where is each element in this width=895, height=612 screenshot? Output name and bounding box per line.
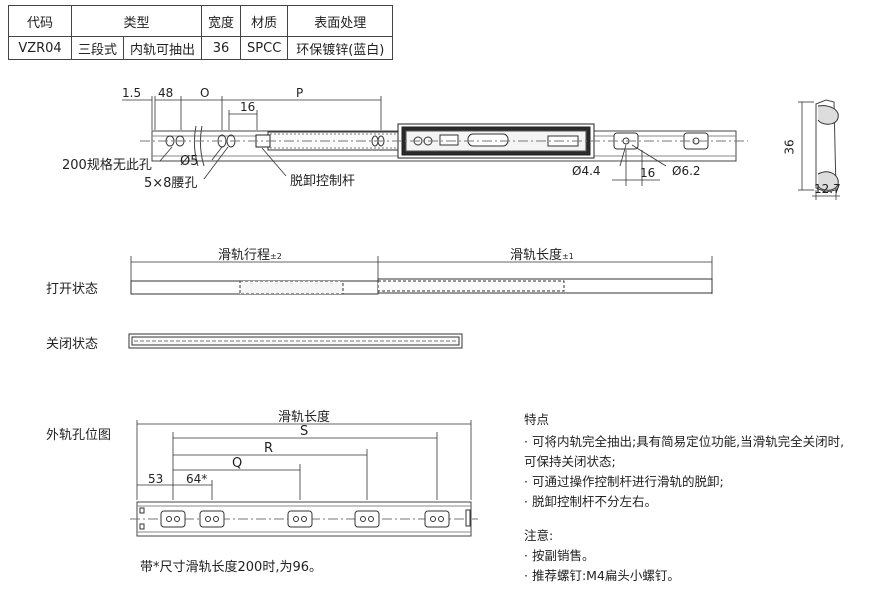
dim-53: 53 <box>148 472 164 486</box>
cell-type1: 三段式 <box>70 36 125 60</box>
dim-P: P <box>296 86 304 100</box>
features-title: 特点 <box>524 412 550 427</box>
dim-64: 64* <box>186 472 208 486</box>
header-code: 代码 <box>8 5 72 37</box>
spec-table: 代码 类型 宽度 材质 表面处理 VZR04 三段式 内轨可抽出 36 SPCC… <box>8 5 394 60</box>
cell-material: SPCC <box>240 36 289 60</box>
spec-data-row: VZR04 三段式 内轨可抽出 36 SPCC 环保镀锌(蓝白) <box>8 36 394 60</box>
length-tol: ±1 <box>562 252 574 261</box>
stroke-label: 滑轨行程±2 <box>218 244 282 263</box>
cell-type2: 内轨可抽出 <box>123 36 203 60</box>
dim-R: R <box>264 441 274 456</box>
callout-slot: 5×8腰孔 <box>144 176 198 191</box>
open-state-drawing <box>130 256 713 295</box>
stroke-tol: ±2 <box>270 252 282 261</box>
hole-diagram-title: 外轨孔位图 <box>46 428 112 443</box>
slide-side-view <box>140 123 748 167</box>
length-text: 滑轨长度 <box>510 248 563 263</box>
spec-header-row: 代码 类型 宽度 材质 表面处理 <box>8 5 394 37</box>
dim-16-top: 16 <box>240 100 256 114</box>
notice-item: · 推荐螺钉:M4扁头小螺钉。 <box>524 568 680 583</box>
callout-release-lever: 脱卸控制杆 <box>290 174 356 189</box>
cell-finish: 环保镀锌(蓝白) <box>287 36 394 60</box>
callout-hole-200: 200规格无此孔 <box>62 158 152 173</box>
dim-1-5: 1.5 <box>122 86 142 100</box>
dim-Q: Q <box>232 456 243 471</box>
hole-note: 带*尺寸滑轨长度200时,为96。 <box>140 560 322 575</box>
cell-code: VZR04 <box>8 36 72 60</box>
dim-O: O <box>200 86 210 100</box>
length-label: 滑轨长度±1 <box>510 244 574 263</box>
callout-hole-5: Ø5 <box>180 154 199 169</box>
cell-width: 36 <box>201 36 242 60</box>
feature-item: 可保持关闭状态; <box>524 454 616 469</box>
feature-item: · 可将内轨完全抽出;具有简易定位功能,当滑轨完全关闭时, <box>524 434 845 449</box>
notice-title: 注意: <box>524 528 554 543</box>
dim-16-right: 16 <box>640 166 656 180</box>
dim-48: 48 <box>158 86 174 100</box>
callout-leaders <box>159 144 667 180</box>
notes-panel: 特点 · 可将内轨完全抽出;具有简易定位功能,当滑轨完全关闭时, 可保持关闭状态… <box>524 410 884 586</box>
top-dimensions <box>122 96 660 186</box>
open-state-label: 打开状态 <box>46 282 99 297</box>
closed-state-drawing <box>128 333 463 349</box>
dim-width-36: 36 <box>782 139 797 155</box>
feature-item: · 可通过操作控制杆进行滑轨的脱卸; <box>524 474 724 489</box>
dim-6-2: Ø6.2 <box>672 164 701 178</box>
stroke-text: 滑轨行程 <box>218 248 271 263</box>
closed-state-label: 关闭状态 <box>46 337 99 352</box>
dim-S: S <box>300 424 309 439</box>
header-finish: 表面处理 <box>287 5 394 37</box>
feature-item: · 脱卸控制杆不分左右。 <box>524 494 657 509</box>
hole-position-drawing <box>130 420 478 537</box>
dim-4-4: Ø4.4 <box>572 164 601 178</box>
slide-end-view <box>798 99 840 200</box>
header-material: 材质 <box>240 5 289 37</box>
dim-thick-12-7: 12.7 <box>814 182 841 196</box>
hole-length-label: 滑轨长度 <box>278 410 331 425</box>
notice-item: · 按副销售。 <box>524 548 595 563</box>
